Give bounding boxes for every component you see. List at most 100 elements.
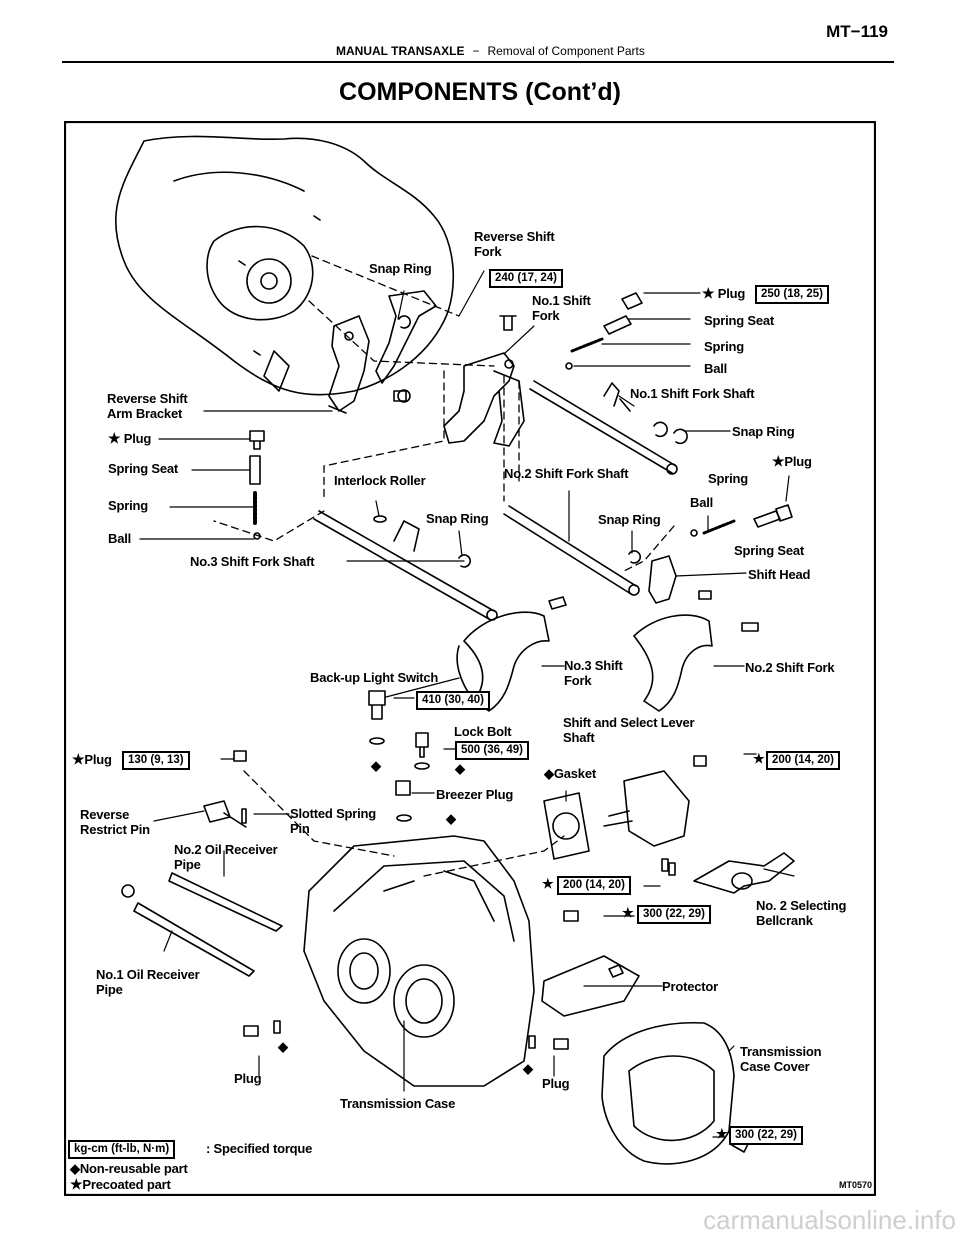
bell-housing-drawing [115, 135, 455, 396]
no2-selecting-bellcrank-drawing [693, 852, 795, 894]
label-reverse-shift-fork: Reverse Shift Fork [474, 229, 555, 259]
diagram-drawing [64, 121, 876, 1196]
label-spring-seat-left: Spring Seat [108, 461, 179, 476]
precoated-star-icon: ★ [753, 751, 765, 766]
shift-select-lever-drawing [623, 770, 690, 847]
header-rule [62, 61, 894, 63]
page-title: COMPONENTS (Cont’d) [339, 78, 621, 106]
precoated-star-icon: ★ [70, 1176, 83, 1192]
label-no1-shift-fork: No.1 Shift Fork [532, 293, 591, 323]
non-reusable-diamond-icon: ◆ [278, 1039, 288, 1054]
precoated-star-icon: ★ [772, 453, 785, 469]
watermark: carmanualsonline.info [703, 1205, 956, 1235]
label-plug-top: ★ Plug [702, 286, 746, 302]
precoated-star-icon: ★ [542, 876, 554, 891]
breezer-plug-drawing [395, 780, 411, 796]
label-protector: Protector [662, 979, 718, 994]
label-spring-seat-top: Spring Seat [704, 313, 775, 328]
label-ball-mid: Ball [690, 495, 714, 510]
label-no2-oil-receiver-pipe: No.2 Oil Receiver Pipe [174, 842, 278, 872]
components-diagram: Reverse Shift Fork Snap Ring No.1 Shift … [64, 121, 876, 1196]
label-spring-top: Spring [704, 339, 744, 354]
torque-box-200-a: 200 (14, 20) [766, 751, 841, 770]
spring-seat-top-drawing [603, 315, 632, 335]
label-plug-right: ★Plug [772, 453, 812, 470]
label-no2-shift-fork-shaft: No.2 Shift Fork Shaft [504, 466, 629, 481]
header-section-title: MANUAL TRANSAXLE−Removal of Component Pa… [336, 44, 645, 58]
label-spring-seat-right: Spring Seat [734, 543, 805, 558]
plug-top-drawing [621, 292, 643, 310]
non-reusable-diamond-icon: ◆ [70, 1161, 80, 1176]
label-shift-select-lever-shaft: Shift and Select Lever Shaft [563, 715, 695, 745]
spring-seat-left-drawing [249, 455, 261, 485]
label-snap-ring-2: Snap Ring [732, 424, 795, 439]
no2-oil-receiver-pipe-drawing [168, 872, 283, 932]
backup-light-switch-drawing [368, 690, 386, 720]
protector-drawing [541, 955, 640, 1017]
label-no3-shift-fork: No.3 Shift Fork [564, 658, 623, 688]
label-gasket: ◆Gasket [544, 766, 596, 781]
gasket-drawing [543, 792, 590, 860]
label-slotted-spring-pin: Slotted Spring Pin [290, 806, 377, 836]
figure-id: MT0570 [838, 1180, 872, 1190]
label-shift-head: Shift Head [748, 567, 811, 582]
label-reverse-restrict-pin: Reverse Restrict Pin [80, 807, 150, 837]
no3-shift-fork-drawing [463, 611, 550, 712]
label-ball-top: Ball [704, 361, 728, 376]
no1-shift-fork-shaft-drawing [529, 380, 677, 474]
transmission-case-drawing [303, 835, 535, 1087]
label-gasket-text: Gasket [553, 766, 596, 781]
no3-shift-fork-shaft-drawing [313, 510, 495, 620]
label-snap-ring-4: Snap Ring [598, 512, 661, 527]
torque-box-200-b: 200 (14, 20) [557, 876, 632, 895]
label-no2-shift-fork: No.2 Shift Fork [745, 660, 835, 675]
label-plug-bottom-mid: Plug [542, 1076, 570, 1091]
label-reverse-shift-arm-bracket: Reverse Shift Arm Bracket [107, 391, 188, 421]
non-reusable-diamond-icon: ◆ [446, 811, 456, 826]
non-reusable-diamond-icon: ◆ [523, 1061, 533, 1076]
torque-box-500: 500 (36, 49) [455, 741, 530, 760]
legend-non-reusable: ◆Non-reusable part [70, 1161, 188, 1176]
torque-box-300-a: 300 (22, 29) [637, 905, 712, 924]
label-interlock-roller: Interlock Roller [334, 473, 426, 488]
non-reusable-diamond-icon: ◆ [455, 761, 465, 776]
label-ball-left: Ball [108, 531, 132, 546]
label-breezer-plug: Breezer Plug [436, 787, 514, 802]
shift-head-drawing [648, 555, 677, 604]
reverse-restrict-pin-drawing [203, 800, 247, 828]
header-subsection: Removal of Component Parts [487, 44, 645, 58]
precoated-star-icon: ★ [72, 751, 85, 767]
no2-shift-fork-shaft-drawing [503, 505, 637, 595]
label-backup-light-switch: Back-up Light Switch [310, 670, 439, 685]
label-spring-left: Spring [108, 498, 148, 513]
label-no3-shift-fork-shaft: No.3 Shift Fork Shaft [190, 554, 315, 569]
reverse-shift-fork-drawing [375, 290, 437, 384]
label-transmission-case-cover: Transmission Case Cover [740, 1044, 822, 1074]
legend-precoated: ★Precoated part [70, 1176, 171, 1193]
label-plug-left: ★ Plug [108, 431, 151, 447]
non-reusable-diamond-icon: ◆ [371, 758, 381, 773]
page-number: MT−119 [826, 22, 888, 41]
slotted-spring-pin-drawing [241, 808, 247, 824]
page-header: MANUAL TRANSAXLE−Removal of Component Pa… [62, 20, 894, 63]
legend-unit-box: kg-cm (ft-lb, N·m) [68, 1140, 176, 1159]
label-no1-shift-fork-shaft: No.1 Shift Fork Shaft [630, 386, 755, 401]
no2-shift-fork-drawing [633, 614, 713, 712]
no1-oil-receiver-pipe-drawing [133, 902, 255, 977]
label-plug-top-text: Plug [717, 286, 746, 301]
transmission-case-cover-drawing [601, 1021, 735, 1165]
non-reusable-diamond-icon: ◆ [544, 766, 554, 781]
label-snap-ring-1: Snap Ring [369, 261, 432, 276]
torque-box-130: 130 (9, 13) [122, 751, 190, 770]
label-plug-bottom-left: Plug [234, 1071, 262, 1086]
label-plug-lower-left: ★Plug [72, 751, 112, 768]
legend-precoated-text: Precoated part [82, 1177, 171, 1192]
precoated-star-icon: ★ [716, 1126, 728, 1141]
legend-non-reusable-text: Non-reusable part [79, 1161, 188, 1176]
label-plug-right-text: Plug [784, 454, 812, 469]
header-separator: − [472, 44, 480, 58]
label-plug-lower-left-text: Plug [84, 752, 112, 767]
torque-box-250: 250 (18, 25) [755, 285, 830, 304]
header-section: MANUAL TRANSAXLE [336, 44, 465, 58]
precoated-star-icon: ★ [622, 905, 634, 920]
